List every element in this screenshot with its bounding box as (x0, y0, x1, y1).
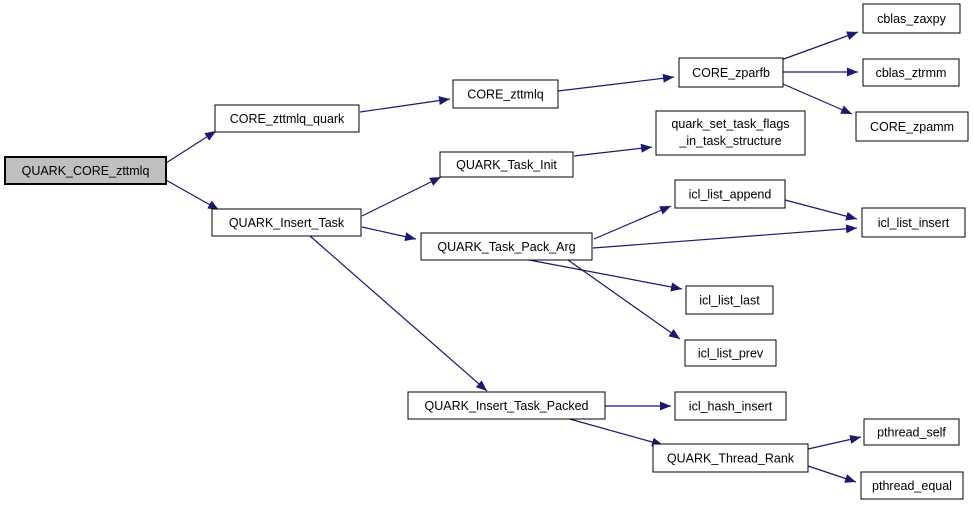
edge-icl_list_append-icl_list_insert (784, 199, 858, 221)
edge-QUARK_CORE_zttmlq-QUARK_Insert_Task (165, 179, 220, 211)
node-group-quark_set_task_flags_in_task_structure: quark_set_task_flags _in_task_structure (655, 110, 806, 156)
edge-CORE_zttmlq-CORE_zparfb (557, 73, 675, 92)
node-group-pthread_self: pthread_self (863, 418, 960, 446)
node-icl_list_prev-label: icl_list_prev (698, 347, 764, 361)
node-quark_set_task_flags-label-line1: quark_set_task_flags (671, 117, 789, 131)
node-cblas_zaxpy-label: cblas_zaxpy (877, 12, 947, 26)
node-pthread_self[interactable] (863, 418, 960, 446)
edge-QUARK_Task_Pack_Arg-icl_list_insert (592, 224, 858, 249)
edge-QUARK_Task_Pack_Arg-icl_list_append (593, 205, 672, 240)
edge-QUARK_CORE_zttmlq-CORE_zttmlq_quark (165, 130, 217, 164)
edge-CORE_zparfb-CORE_zpamm (782, 83, 853, 115)
edge-QUARK_Insert_Task-QUARK_Task_Pack_Arg (361, 226, 417, 242)
node-QUARK_Insert_Task[interactable] (211, 208, 362, 237)
edge-QUARK_Task_Pack_Arg-icl_list_last (528, 259, 683, 292)
node-icl_list_last-label: icl_list_last (699, 294, 760, 308)
node-pthread_self-label: pthread_self (877, 426, 946, 440)
node-cblas_zaxpy[interactable] (862, 3, 961, 34)
edge-QUARK_Thread_Rank-pthread_self (807, 435, 862, 450)
node-QUARK_Task_Pack_Arg-label: QUARK_Task_Pack_Arg (437, 240, 575, 254)
node-QUARK_Insert_Task_Packed[interactable] (407, 391, 606, 420)
edge-QUARK_Thread_Rank-pthread_equal (807, 465, 857, 483)
node-group-cblas_zaxpy: cblas_zaxpy (862, 3, 961, 34)
node-CORE_zparfb-label: CORE_zparfb (692, 66, 770, 80)
node-CORE_zttmlq[interactable] (452, 79, 559, 109)
node-group-pthread_equal: pthread_equal (860, 471, 964, 500)
node-QUARK_Thread_Rank[interactable] (652, 443, 809, 473)
node-pthread_equal[interactable] (860, 471, 964, 500)
node-group-icl_list_prev: icl_list_prev (684, 339, 777, 367)
edge-CORE_zparfb-cblas_zaxpy (780, 31, 859, 61)
node-QUARK_Task_Pack_Arg[interactable] (420, 232, 593, 261)
edges (165, 31, 862, 483)
node-QUARK_Insert_Task-label: QUARK_Insert_Task (229, 216, 345, 230)
node-group-icl_list_append: icl_list_append (674, 179, 786, 209)
node-icl_list_append-label: icl_list_append (689, 188, 772, 202)
node-CORE_zparfb[interactable] (678, 57, 784, 88)
node-cblas_ztrmm-label: cblas_ztrmm (876, 66, 947, 80)
node-group-icl_list_insert: icl_list_insert (861, 207, 966, 238)
node-icl_list_insert[interactable] (861, 207, 966, 238)
node-group-icl_list_last: icl_list_last (685, 285, 774, 315)
edge-CORE_zttmlq_quark-CORE_zttmlq (359, 96, 451, 113)
node-group-QUARK_CORE_zttmlq: QUARK_CORE_zttmlq (4, 156, 167, 185)
node-group-icl_hash_insert: icl_hash_insert (674, 391, 787, 421)
node-group-QUARK_Insert_Task: QUARK_Insert_Task (211, 208, 362, 237)
edge-QUARK_Insert_Task_Packed-QUARK_Thread_Rank (565, 417, 664, 447)
node-CORE_zpamm-label: CORE_zpamm (870, 120, 954, 134)
node-group-QUARK_Thread_Rank: QUARK_Thread_Rank (652, 443, 809, 473)
node-CORE_zttmlq_quark-label: CORE_zttmlq_quark (230, 112, 345, 126)
node-icl_hash_insert-label: icl_hash_insert (689, 400, 773, 414)
node-icl_list_last[interactable] (685, 285, 774, 315)
node-group-CORE_zparfb: CORE_zparfb (678, 57, 784, 88)
node-icl_list_append[interactable] (674, 179, 786, 209)
node-group-QUARK_Insert_Task_Packed: QUARK_Insert_Task_Packed (407, 391, 606, 420)
node-icl_hash_insert[interactable] (674, 391, 787, 421)
node-QUARK_Insert_Task_Packed-label: QUARK_Insert_Task_Packed (425, 399, 589, 413)
node-group-QUARK_Task_Init: QUARK_Task_Init (439, 151, 574, 178)
node-icl_list_prev[interactable] (684, 339, 777, 367)
node-QUARK_CORE_zttmlq-label: QUARK_CORE_zttmlq (22, 164, 150, 178)
node-CORE_zpamm[interactable] (855, 111, 969, 142)
edge-QUARK_Insert_Task-QUARK_Insert_Task_Packed (309, 235, 488, 392)
node-QUARK_Task_Init-label: QUARK_Task_Init (456, 158, 557, 172)
node-group-QUARK_Task_Pack_Arg: QUARK_Task_Pack_Arg (420, 232, 593, 261)
node-CORE_zttmlq_quark[interactable] (214, 104, 360, 133)
nodes: QUARK_CORE_zttmlq CORE_zttmlq_quark QUAR… (4, 3, 969, 500)
edge-QUARK_Task_Pack_Arg-icl_list_prev (567, 259, 681, 340)
node-group-cblas_ztrmm: cblas_ztrmm (862, 58, 960, 87)
node-icl_list_insert-label: icl_list_insert (878, 216, 950, 230)
edge-QUARK_Insert_Task-QUARK_Task_Init (361, 176, 442, 217)
node-pthread_equal-label: pthread_equal (872, 479, 952, 493)
node-CORE_zttmlq-label: CORE_zttmlq (467, 88, 543, 102)
node-QUARK_Thread_Rank-label: QUARK_Thread_Rank (667, 452, 795, 466)
node-cblas_ztrmm[interactable] (862, 58, 960, 87)
node-QUARK_Task_Init[interactable] (439, 151, 574, 178)
edge-QUARK_Task_Init-quark_set_task_flags_in_task_structure (573, 143, 653, 157)
node-QUARK_CORE_zttmlq[interactable] (4, 156, 167, 185)
node-quark_set_task_flags_in_task_structure[interactable] (655, 110, 806, 156)
node-group-CORE_zttmlq: CORE_zttmlq (452, 79, 559, 109)
node-quark_set_task_flags-label-line2: _in_task_structure (678, 134, 781, 148)
node-group-CORE_zttmlq_quark: CORE_zttmlq_quark (214, 104, 360, 133)
node-group-CORE_zpamm: CORE_zpamm (855, 111, 969, 142)
